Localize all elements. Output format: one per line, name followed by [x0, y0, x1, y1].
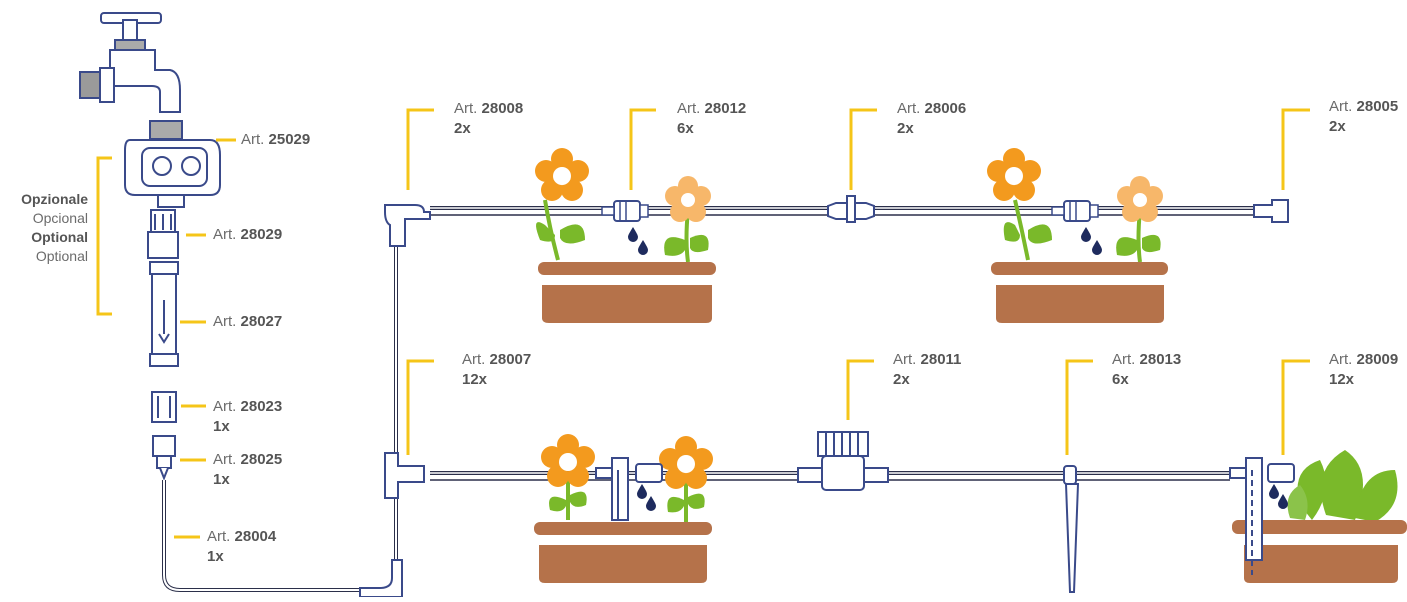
art-number: 28011	[920, 351, 962, 368]
label-art-28009: Art. 28009 12x	[1329, 350, 1398, 390]
art-qty: 12x	[462, 371, 488, 388]
art-number: 28027	[240, 313, 283, 330]
art-number: 28012	[704, 100, 747, 117]
art-prefix: Art.	[1329, 98, 1353, 115]
art-number: 28023	[240, 398, 283, 415]
art-number: 28007	[489, 351, 532, 368]
art-qty: 6x	[1112, 371, 1129, 388]
art-prefix: Art.	[893, 351, 917, 368]
leader-lines	[96, 108, 1310, 539]
stake-dripper-28007	[595, 457, 663, 521]
art-number: 28013	[1139, 351, 1182, 368]
label-art-28008: Art. 28008 2x	[454, 99, 523, 139]
label-art-28007: Art. 28007 12x	[462, 350, 531, 390]
art-number: 28005	[1356, 98, 1399, 115]
art-prefix: Art.	[897, 100, 921, 117]
art-qty: 1x	[213, 471, 230, 488]
art-prefix: Art.	[1329, 351, 1353, 368]
art-prefix: Art.	[454, 100, 478, 117]
art-number: 28008	[481, 100, 524, 117]
art-prefix: Art.	[677, 100, 701, 117]
label-art-28006: Art. 28006 2x	[897, 99, 966, 139]
art-number: 28029	[240, 226, 283, 243]
art-prefix: Art.	[213, 226, 237, 243]
adapter-28023	[151, 391, 177, 423]
art-qty: 2x	[1329, 118, 1346, 135]
art-prefix: Art.	[462, 351, 486, 368]
label-art-28023: Art. 28023 1x	[213, 397, 282, 437]
label-art-28005: Art. 28005 2x	[1329, 97, 1398, 137]
label-art-28012: Art. 28012 6x	[677, 99, 746, 139]
art-qty: 2x	[893, 371, 910, 388]
optional-label-it: Opzionale	[21, 191, 88, 207]
optional-label-en-2: Optional	[35, 248, 88, 264]
art-qty: 6x	[677, 120, 694, 137]
art-number: 28006	[924, 100, 967, 117]
connector-28029	[147, 209, 179, 259]
label-art-28013: Art. 28013 6x	[1112, 350, 1181, 390]
label-art-25029: Art. 25029	[241, 130, 310, 150]
art-number: 28004	[234, 528, 277, 545]
art-qty: 1x	[207, 548, 224, 565]
connector-28006	[827, 195, 875, 223]
label-art-28029: Art. 28029	[213, 225, 282, 245]
art-qty: 12x	[1329, 371, 1355, 388]
pot-top-right	[987, 148, 1168, 323]
optional-label-en: Optional	[31, 229, 88, 245]
pot-top-left	[535, 148, 716, 323]
label-art-28004: Art. 28004 1x	[207, 527, 276, 567]
optional-label: Opzionale Opcional Optional Optional	[8, 190, 88, 266]
optional-label-es: Opcional	[32, 210, 88, 226]
label-art-28011: Art. 28011 2x	[893, 350, 961, 390]
faucet	[79, 12, 181, 113]
art-prefix: Art.	[213, 451, 237, 468]
art-prefix: Art.	[207, 528, 231, 545]
art-qty: 2x	[897, 120, 914, 137]
art-prefix: Art.	[1112, 351, 1136, 368]
art-number: 28025	[240, 451, 283, 468]
timer-unit	[124, 120, 221, 208]
planter-28009	[1229, 450, 1407, 583]
pot-bottom-left	[534, 434, 713, 583]
art-prefix: Art.	[213, 313, 237, 330]
adapter-28025	[152, 435, 176, 481]
filter-28027	[149, 261, 179, 367]
valve-28011	[797, 431, 889, 491]
art-prefix: Art.	[213, 398, 237, 415]
label-art-28027: Art. 28027	[213, 312, 282, 332]
art-number: 28009	[1356, 351, 1399, 368]
art-number: 25029	[268, 131, 311, 148]
end-plug-28005	[1253, 199, 1289, 223]
label-art-28025: Art. 28025 1x	[213, 450, 282, 490]
stake-28013	[1063, 465, 1080, 593]
art-prefix: Art.	[241, 131, 265, 148]
art-qty: 1x	[213, 418, 230, 435]
elbow-fittings	[359, 204, 431, 598]
art-qty: 2x	[454, 120, 471, 137]
